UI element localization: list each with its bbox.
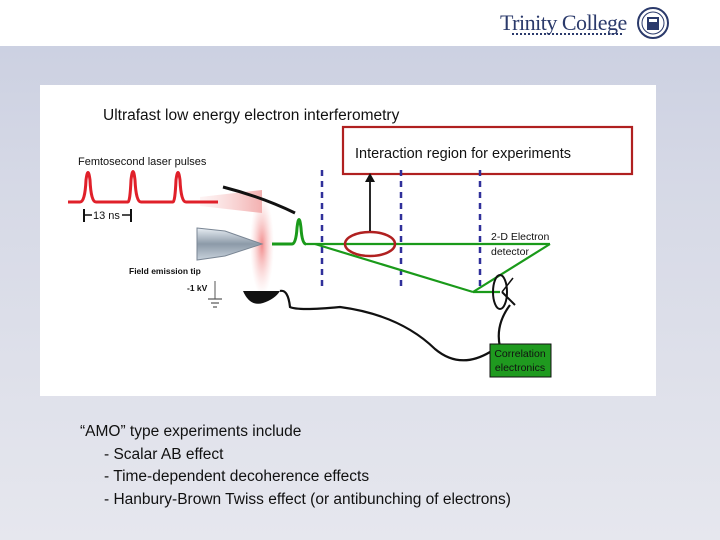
tip-label: Field emission tip (129, 266, 201, 276)
voltage-label: -1 kV (187, 283, 208, 293)
laser-focus (250, 195, 274, 295)
interferometry-diagram: Ultrafast low energy electron interferom… (68, 107, 634, 378)
field-emission-tip (196, 227, 264, 261)
notes-list: - Scalar AB effect - Time-dependent deco… (80, 444, 680, 512)
laser-pulse-train (68, 170, 218, 204)
electron-beam-paths (306, 242, 551, 294)
correlation-label-line2: electronics (495, 362, 545, 374)
header-bar: Trinity College (0, 0, 720, 46)
focusing-mirror (222, 185, 296, 215)
electron-pulse (272, 218, 307, 246)
experiment-notes: “AMO” type experiments include - Scalar … (80, 421, 680, 511)
interaction-region-box (341, 125, 634, 176)
logo-text: Trinity College (500, 10, 627, 35)
detector-label-line2: detector (491, 246, 529, 258)
notes-intro: “AMO” type experiments include (80, 423, 302, 440)
electron-detector (492, 274, 516, 310)
detector-label-line1: 2-D Electron (491, 231, 550, 243)
list-item: - Time-dependent decoherence effects (104, 468, 370, 485)
diagram-title: Ultrafast low energy electron interferom… (103, 107, 400, 124)
correlation-electronics-box (489, 343, 552, 378)
cable-from-detector (497, 304, 511, 348)
logo-underline (512, 33, 622, 37)
cable-from-photodetector (279, 289, 491, 362)
college-crest-icon (637, 7, 669, 39)
arrow-up-icon (365, 173, 375, 182)
trinity-college-logo: Trinity College (470, 6, 710, 40)
list-item: - Hanbury-Brown Twiss effect (or antibun… (104, 490, 511, 508)
correlation-label-line1: Correlation (494, 348, 546, 360)
ground-icon (208, 281, 222, 308)
list-item: - Scalar AB effect (104, 445, 224, 463)
diagram-panel: Ultrafast low energy electron interferom… (40, 85, 656, 396)
laser-pulses-label: Femtosecond laser pulses (78, 156, 207, 168)
interaction-ellipse (343, 230, 397, 258)
laser-beam (200, 190, 262, 213)
interaction-region-label: Interaction region for experiments (355, 146, 571, 162)
photodetector-icon (243, 291, 280, 304)
period-label: 13 ns (93, 210, 120, 222)
period-bracket (83, 209, 132, 222)
